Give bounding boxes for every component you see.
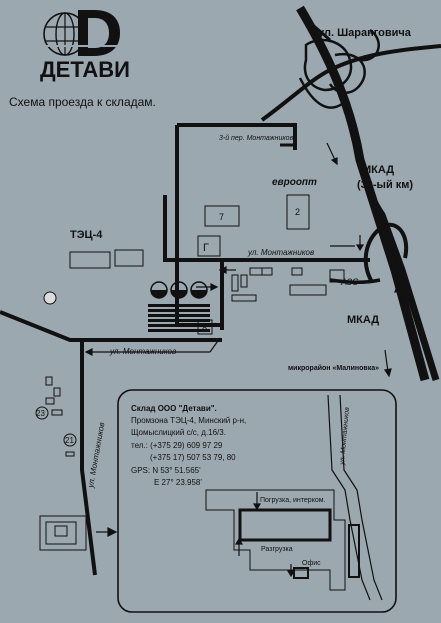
label-tec: ТЭЦ-4 (70, 229, 103, 241)
company-logo: ДЕТАВИ (30, 10, 130, 82)
building-7-label: 7 (219, 212, 224, 222)
direction-arrows (84, 142, 406, 537)
inset-building-side (348, 524, 360, 578)
inset-gps-2: E 27° 23.958' (154, 478, 202, 487)
building-7 (204, 205, 240, 227)
building-8-label: 8 (202, 323, 207, 333)
inset-phone-2: (+375 17) 507 53 79, 80 (150, 453, 236, 462)
building-g (197, 235, 221, 257)
street-montazhnikov-main: ул. Монтажников (247, 248, 314, 257)
inset-loading: Погрузка, интерком. (260, 497, 326, 504)
building-8 (197, 319, 213, 335)
inset-unloading: Разгрузка (261, 546, 293, 553)
building-2 (286, 194, 310, 230)
label-evroopt: евроопт (272, 177, 317, 188)
inset-office-building (293, 567, 309, 579)
label-mkad-top: МКАД (362, 164, 394, 176)
buildings: 7 2 Г 8 (35, 194, 345, 551)
building-21-label: 21 (65, 436, 74, 445)
label-azs: АЗС (340, 277, 359, 287)
label-mkad-km: (30-ый км) (357, 179, 413, 191)
street-montazhnikov-lower: ул. Монтажников (109, 347, 176, 356)
label-mkad-bottom: МКАД (347, 314, 379, 326)
logo-brand-text: ДЕТАВИ (40, 57, 130, 82)
street-sharangovicha: ул. Шаранговича (318, 27, 412, 39)
building-2-label: 2 (295, 207, 300, 217)
tec-building-1 (69, 251, 111, 269)
building-g-label: Г (203, 242, 209, 254)
building-23-label: 23 (36, 409, 45, 418)
tec-building-2 (114, 249, 144, 267)
inset-office: Офис (302, 560, 321, 567)
inset-address-1: Промзона ТЭЦ-4, Минский р-н, (131, 416, 246, 425)
inset-gps-1: GPS: N 53° 51.565' (131, 466, 201, 475)
local-roads (0, 123, 370, 576)
inset-company: Склад ООО "Детави". (131, 404, 217, 413)
inset-panel: Склад ООО "Детави". Промзона ТЭЦ-4, Минс… (117, 389, 397, 613)
oil-tanks (43, 281, 208, 305)
inset-warehouse (238, 508, 332, 542)
label-malinovka: микрорайон «Малиновка» (288, 364, 379, 372)
parking-stripes (148, 304, 210, 332)
mkad-highway (260, 5, 441, 382)
inset-phone-1: тел.: (+375 29) 609 97 29 (131, 441, 223, 450)
inset-address-2: Щомыслицкий с/с, д.16/3. (131, 428, 226, 437)
street-third-lane: 3-й пер. Монтажников (219, 134, 294, 142)
warehouse-complex-small (39, 515, 87, 551)
page-title: Схема проезда к складам. (9, 95, 156, 109)
street-montazhnikov-vertical: ул. Монтажников (86, 422, 107, 490)
